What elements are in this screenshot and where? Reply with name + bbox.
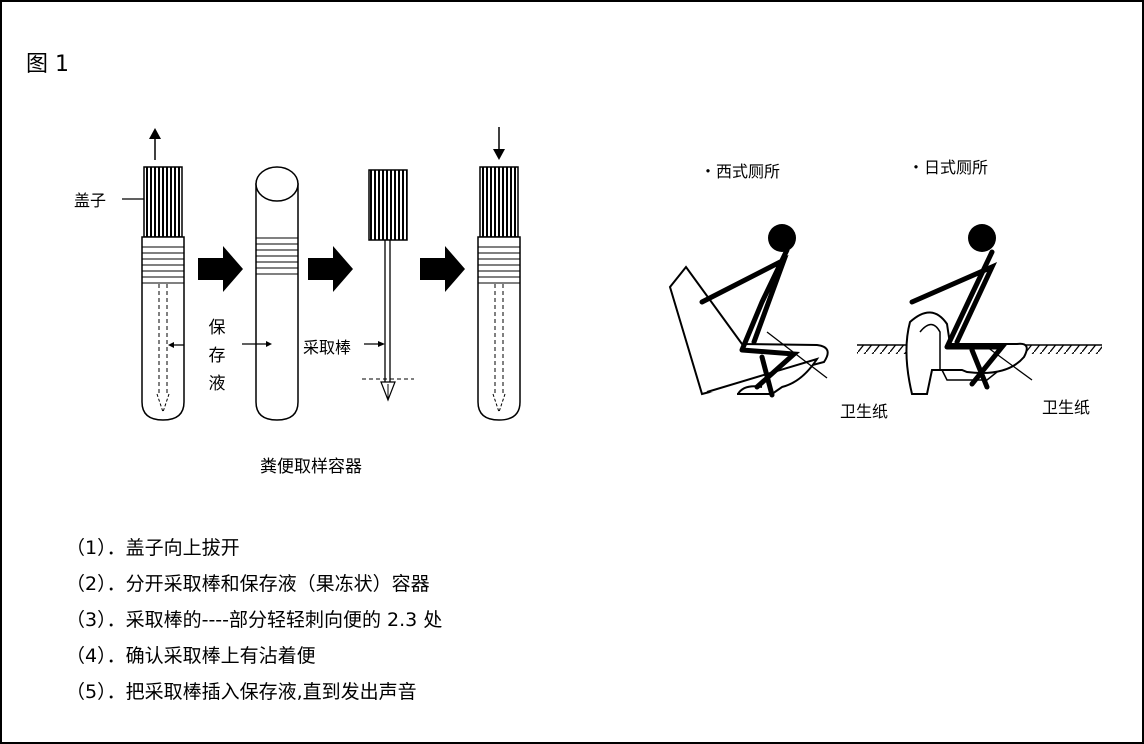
step-number: （3）． xyxy=(66,609,126,631)
step-text: 分开采取棒和保存液（果冻状）容器 xyxy=(125,573,430,595)
western-toilet-label: ・西式厕所 xyxy=(700,162,781,181)
japanese-toilet-illustration xyxy=(857,224,1102,395)
step-item: （5）．把采取棒插入保存液,直到发出声音 xyxy=(66,674,442,710)
step-arrow-1 xyxy=(198,246,243,292)
step-text: 盖子向上拔开 xyxy=(125,537,240,559)
instruction-steps: （1）．盖子向上拔开 （2）．分开采取棒和保存液（果冻状）容器 （3）．采取棒的… xyxy=(66,530,442,710)
step-arrow-2 xyxy=(308,246,353,292)
step-number: （2）． xyxy=(66,573,126,595)
step-text: 采取棒的----部分轻轻刺向便的 2.3 处 xyxy=(125,609,443,631)
step-number: （4）． xyxy=(66,645,126,667)
step-arrow-3 xyxy=(420,246,465,292)
sampling-stick xyxy=(362,169,414,402)
western-toilet-illustration xyxy=(668,224,829,398)
step-item: （4）．确认采取棒上有沾着便 xyxy=(66,638,442,674)
sample-tube-reinserted xyxy=(477,127,521,421)
container-caption: 粪便取样容器 xyxy=(260,457,362,477)
preservative-container xyxy=(242,166,299,421)
step-text: 把采取棒插入保存液,直到发出声音 xyxy=(125,681,417,703)
japanese-toilet-label: ・日式厕所 xyxy=(908,158,989,177)
figure-label: 图 1 xyxy=(26,52,69,77)
step-item: （2）．分开采取棒和保存液（果冻状）容器 xyxy=(66,566,442,602)
toilet-paper-label-1: 卫生纸 xyxy=(840,402,889,421)
preservative-label: 保存液 xyxy=(208,318,226,394)
step-item: （1）．盖子向上拔开 xyxy=(66,530,442,566)
cap-label: 盖子 xyxy=(74,191,107,210)
step-number: （5）． xyxy=(66,681,126,703)
stick-label: 采取棒 xyxy=(303,338,352,357)
sample-tube-closed xyxy=(122,128,185,421)
step-text: 确认采取棒上有沾着便 xyxy=(125,645,316,667)
step-number: （1）． xyxy=(66,537,126,559)
step-item: （3）．采取棒的----部分轻轻刺向便的 2.3 处 xyxy=(66,602,442,638)
toilet-paper-label-2: 卫生纸 xyxy=(1042,398,1091,417)
